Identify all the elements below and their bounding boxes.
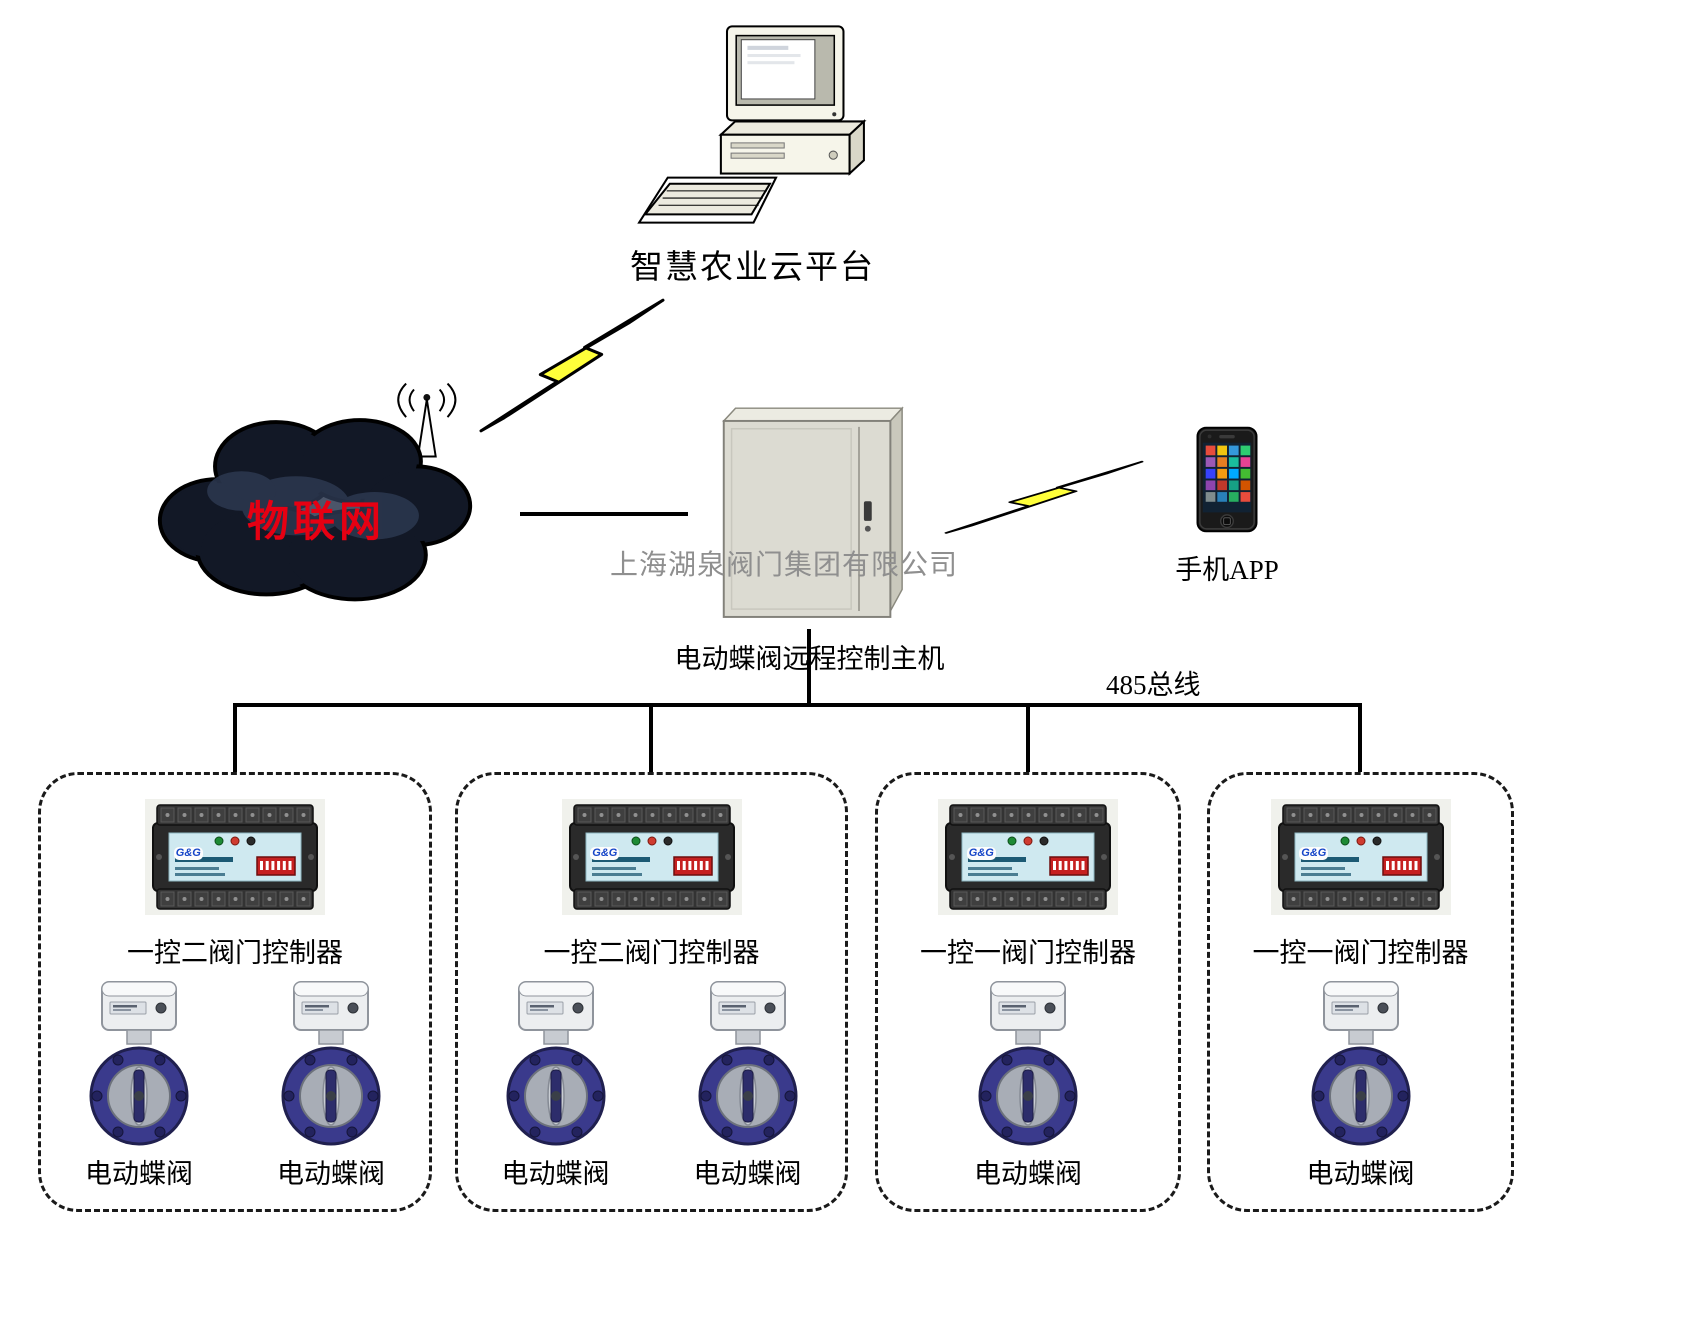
valve-group-4: G&G 一控一阀门控制器 电动蝶阀	[1207, 772, 1514, 1212]
phone-icon	[1196, 426, 1258, 533]
host-label: 电动蝶阀远程控制主机	[674, 644, 945, 674]
cloud-platform-label: 智慧农业云平台	[630, 250, 875, 286]
valve-controller-icon: G&G	[938, 799, 1118, 915]
butterfly-valve-icon	[496, 978, 616, 1150]
wire-bus-to-group-4	[1358, 705, 1362, 773]
valve-controller-icon: G&G	[1271, 799, 1451, 915]
wire-bus-to-group-1	[233, 705, 237, 773]
lightning-icon	[479, 297, 665, 433]
wire-bus-to-group-2	[649, 705, 653, 773]
computer-icon	[633, 22, 868, 227]
wire-bus-to-group-3	[1026, 705, 1030, 773]
valve-controller-icon: G&G	[562, 799, 742, 915]
control-cabinet-icon	[712, 403, 908, 629]
butterfly-valve-icon	[688, 978, 808, 1150]
bus-line-485	[233, 703, 1362, 707]
butterfly-valve-icon	[1301, 978, 1421, 1150]
controller-device-icon	[562, 799, 742, 915]
iot-label: 物联网	[247, 500, 386, 546]
controller-device-icon	[145, 799, 325, 915]
controller-logo: G&G	[173, 846, 203, 860]
watermark-text: 上海湖泉阀门集团有限公司	[610, 550, 959, 581]
controller-label: 一控二阀门控制器	[127, 938, 343, 968]
controller-label: 一控一阀门控制器	[920, 938, 1136, 968]
valve-item: 电动蝶阀	[496, 978, 616, 1191]
butterfly-valve-icon	[968, 978, 1088, 1150]
valve-group-3: G&G 一控一阀门控制器 电动蝶阀	[875, 772, 1181, 1212]
controller-logo: G&G	[1299, 846, 1329, 860]
valve-label: 电动蝶阀	[501, 1159, 610, 1189]
wire-host-to-bus	[807, 629, 811, 705]
controller-device-icon	[938, 799, 1118, 915]
controller-label: 一控一阀门控制器	[1252, 938, 1469, 968]
valve-label: 电动蝶阀	[1306, 1159, 1415, 1189]
valve-label: 电动蝶阀	[693, 1159, 802, 1189]
valve-item: 电动蝶阀	[79, 978, 199, 1191]
butterfly-valve-icon	[79, 978, 199, 1150]
valve-row: 电动蝶阀	[1301, 978, 1421, 1191]
valve-item: 电动蝶阀	[688, 978, 808, 1191]
valve-label: 电动蝶阀	[974, 1159, 1082, 1189]
valve-row: 电动蝶阀 电动蝶阀	[496, 978, 808, 1191]
valve-item: 电动蝶阀	[968, 978, 1088, 1191]
controller-device-icon	[1271, 799, 1451, 915]
valve-label: 电动蝶阀	[85, 1159, 193, 1189]
valve-item: 电动蝶阀	[271, 978, 391, 1191]
controller-logo: G&G	[966, 846, 996, 860]
phone-app-label: 手机APP	[1175, 555, 1279, 585]
valve-row: 电动蝶阀 电动蝶阀	[79, 978, 391, 1191]
controller-label: 一控二阀门控制器	[543, 938, 760, 968]
wire-cloud-host	[520, 512, 688, 516]
bus-label: 485总线	[1106, 670, 1201, 700]
valve-item: 电动蝶阀	[1301, 978, 1421, 1191]
lightning-icon	[944, 460, 1144, 534]
valve-controller-icon: G&G	[145, 799, 325, 915]
valve-group-2: G&G 一控二阀门控制器 电动蝶阀 电动蝶阀	[455, 772, 848, 1212]
butterfly-valve-icon	[271, 978, 391, 1150]
valve-group-1: G&G 一控二阀门控制器 电动蝶阀 电动蝶阀	[38, 772, 432, 1212]
valve-row: 电动蝶阀	[968, 978, 1088, 1191]
valve-label: 电动蝶阀	[277, 1159, 385, 1189]
controller-logo: G&G	[590, 846, 620, 860]
